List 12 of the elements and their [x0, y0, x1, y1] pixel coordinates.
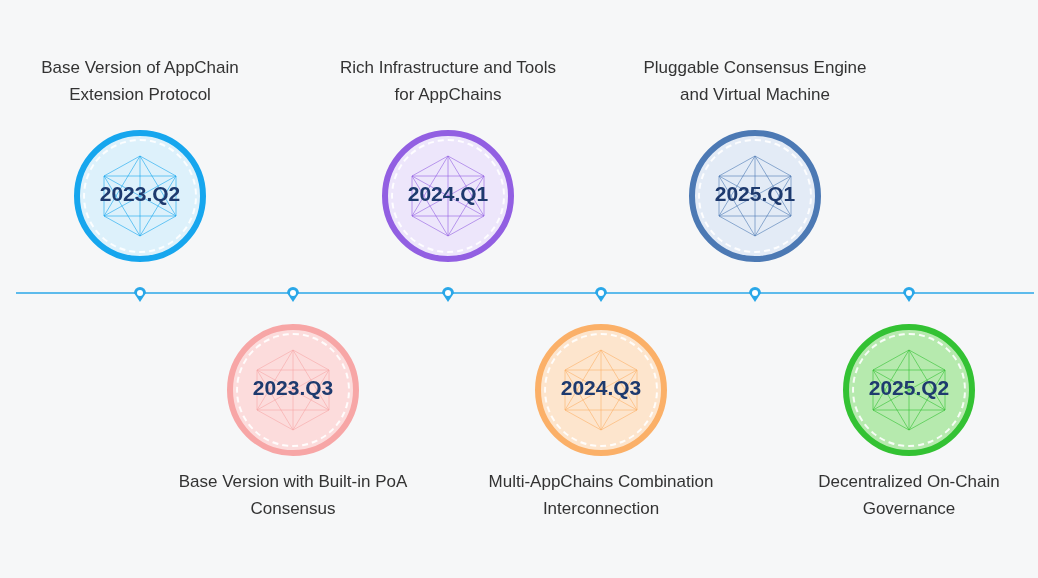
date-label: 2025.Q1 — [713, 182, 797, 206]
date-label: 2025.Q2 — [867, 376, 951, 400]
milestone-description: Decentralized On-Chain Governance — [817, 471, 1001, 520]
milestone-description: Multi-AppChains Combination Interconnection — [487, 471, 715, 520]
date-label: 2023.Q2 — [98, 182, 182, 206]
milestone-description: Base Version of AppChain Extension Protocol — [40, 57, 240, 106]
date-label: 2024.Q3 — [559, 376, 643, 400]
date-label: 2024.Q1 — [406, 182, 490, 206]
milestone-description: Pluggable Consensus Engine and Virtual Machine — [642, 57, 868, 106]
milestone-description: Base Version with Built-in PoA Consensus — [177, 471, 409, 520]
milestone-description: Rich Infrastructure and Tools for AppChains — [338, 57, 558, 106]
date-label: 2023.Q3 — [251, 376, 335, 400]
